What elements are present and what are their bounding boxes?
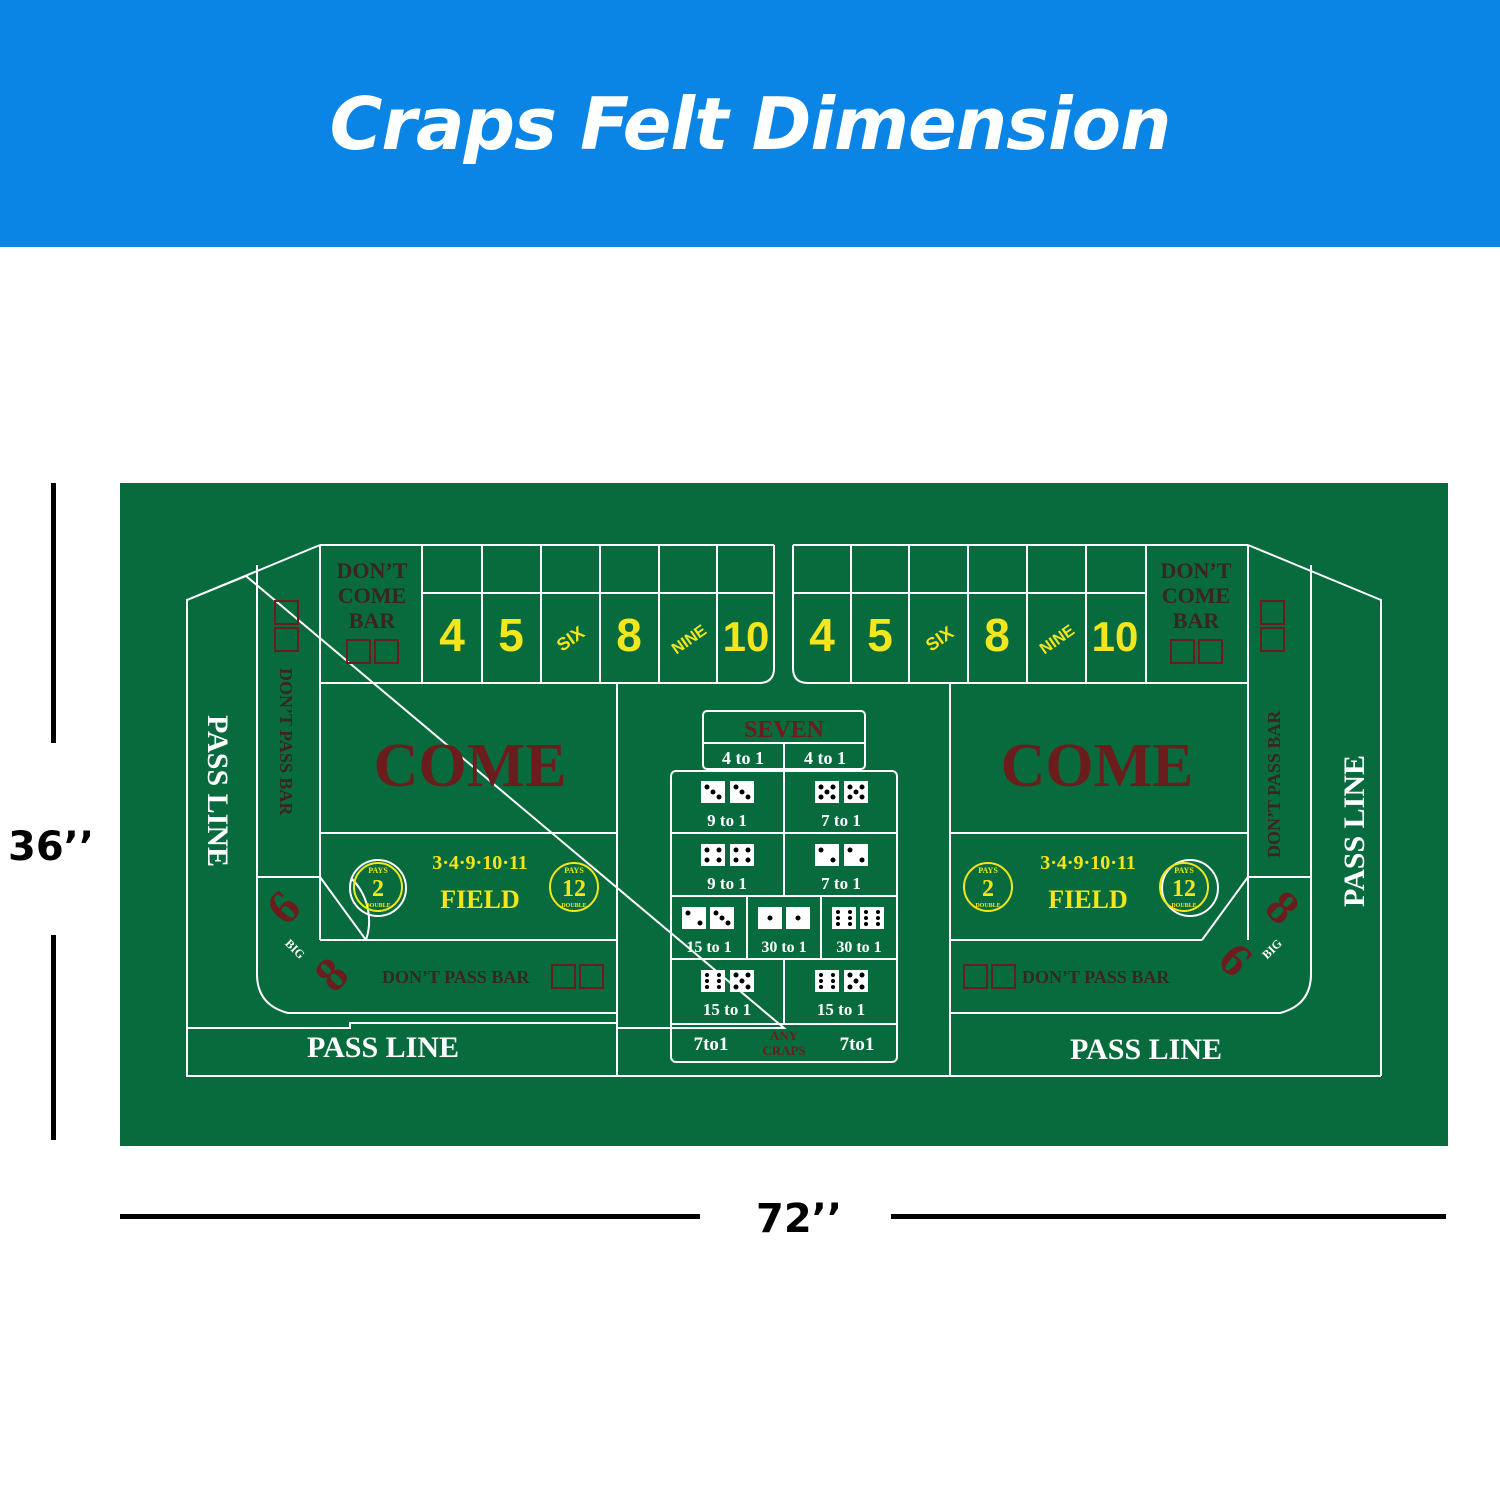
dice-icon <box>701 844 725 866</box>
dice-icon <box>1170 639 1195 664</box>
hard-six-odds: 9 to 1 <box>707 811 747 830</box>
dice-icon <box>1260 627 1285 652</box>
field-double-label: DOUBLE <box>365 903 390 909</box>
dice-icon <box>991 964 1016 989</box>
pass-line-bottom-left: PASS LINE <box>307 1031 459 1064</box>
seven-odds-left: 4 to 1 <box>722 748 764 768</box>
field-pays-2-right: 2 <box>982 876 994 902</box>
dice-icon <box>346 639 371 664</box>
field-double-label: DOUBLE <box>975 903 1000 909</box>
dont-pass-bar-vertical-left: DON’T PASS BAR <box>276 668 296 816</box>
dice-icon <box>579 964 604 989</box>
field-numbers-left: 3·4·9·10·11 <box>432 852 528 874</box>
three-odds: 15 to 1 <box>686 939 731 956</box>
field-pays-2-left: 2 <box>372 876 384 902</box>
dont-come-bar-line3-left: BAR <box>349 608 397 633</box>
pass-line-vertical-right: PASS LINE <box>1338 755 1371 907</box>
seven-odds-right: 4 to 1 <box>804 748 846 768</box>
height-dimension-line-bottom <box>51 935 56 1140</box>
page-title: Craps Felt Dimension <box>329 81 1172 166</box>
title-banner: Craps Felt Dimension <box>0 0 1500 247</box>
dice-icon <box>815 970 839 992</box>
hard-four-odds: 7 to 1 <box>821 874 861 893</box>
field-numbers-right: 3·4·9·10·11 <box>1040 852 1136 874</box>
dice-icon <box>844 844 868 866</box>
dice-icon <box>701 970 725 992</box>
width-dimension-line-left <box>120 1214 700 1219</box>
seven-label: SEVEN <box>744 717 825 743</box>
dice-icon <box>682 907 706 929</box>
hard-eight-odds: 9 to 1 <box>707 874 747 893</box>
height-dimension-line-top <box>51 483 56 743</box>
dice-icon <box>832 907 856 929</box>
place-8-right: 8 <box>984 609 1010 661</box>
place-8-left: 8 <box>616 609 642 661</box>
dice-icon <box>730 844 754 866</box>
field-pays-12-right: 12 <box>1172 876 1196 902</box>
field-label-right: FIELD <box>1048 885 1127 914</box>
dont-pass-bar-bottom-right: DON’T PASS BAR <box>1022 967 1170 987</box>
dice-icon <box>1198 639 1223 664</box>
dice-icon <box>1260 600 1285 625</box>
field-pays-label: PAYS <box>368 866 388 875</box>
dont-come-bar-line1-right: DON’T <box>1161 558 1232 583</box>
dont-pass-bar-vertical-right: DON’T PASS BAR <box>1264 710 1284 858</box>
dice-pips <box>685 784 880 990</box>
field-double-label: DOUBLE <box>561 903 586 909</box>
dice-icon <box>860 907 884 929</box>
come-label-left: COME <box>374 732 567 800</box>
dice-icon <box>274 627 299 652</box>
craps-felt: DON’T COME BAR DON’T COME BAR 4 5 SIX 8 … <box>120 483 1448 1146</box>
eleven-odds-left: 15 to 1 <box>703 1000 751 1019</box>
field-label-left: FIELD <box>440 885 519 914</box>
eleven-odds-right: 15 to 1 <box>817 1000 865 1019</box>
place-10-left: 10 <box>723 613 770 660</box>
place-5-right: 5 <box>867 609 893 661</box>
dice-icon <box>963 964 988 989</box>
place-10-right: 10 <box>1092 613 1139 660</box>
place-4-left: 4 <box>439 609 465 661</box>
dont-come-bar-line2-left: COME <box>338 583 406 608</box>
pass-line-vertical-left: PASS LINE <box>201 715 234 867</box>
dont-come-bar-line1-left: DON’T <box>337 558 408 583</box>
width-label: 72’’ <box>756 1196 843 1242</box>
field-pays-label: PAYS <box>564 866 584 875</box>
place-4-right: 4 <box>809 609 835 661</box>
come-label-right: COME <box>1001 732 1194 800</box>
field-pays-label: PAYS <box>978 866 998 875</box>
field-double-label: DOUBLE <box>1171 903 1196 909</box>
dont-pass-bar-bottom-left: DON’T PASS BAR <box>382 967 530 987</box>
pass-line-bottom-right: PASS LINE <box>1070 1033 1222 1066</box>
field-pays-12-left: 12 <box>562 876 586 902</box>
place-5-left: 5 <box>498 609 524 661</box>
field-pays-label: PAYS <box>1174 866 1194 875</box>
two-odds: 30 to 1 <box>761 939 806 956</box>
height-label: 36’’ <box>8 824 95 870</box>
dice-icon <box>374 639 399 664</box>
any-craps-odds-right: 7to1 <box>840 1034 875 1055</box>
any-craps-odds-left: 7to1 <box>694 1034 729 1055</box>
twelve-odds: 30 to 1 <box>836 939 881 956</box>
any-craps-line1: ANY <box>770 1028 799 1043</box>
width-dimension-line-right <box>891 1214 1446 1219</box>
dice-icon <box>551 964 576 989</box>
hard-ten-odds: 7 to 1 <box>821 811 861 830</box>
dont-come-bar-line2-right: COME <box>1162 583 1230 608</box>
any-craps-line2: CRAPS <box>762 1043 805 1058</box>
dont-come-bar-line3-right: BAR <box>1173 608 1221 633</box>
dice-icon <box>815 844 839 866</box>
dice-icon <box>274 600 299 625</box>
